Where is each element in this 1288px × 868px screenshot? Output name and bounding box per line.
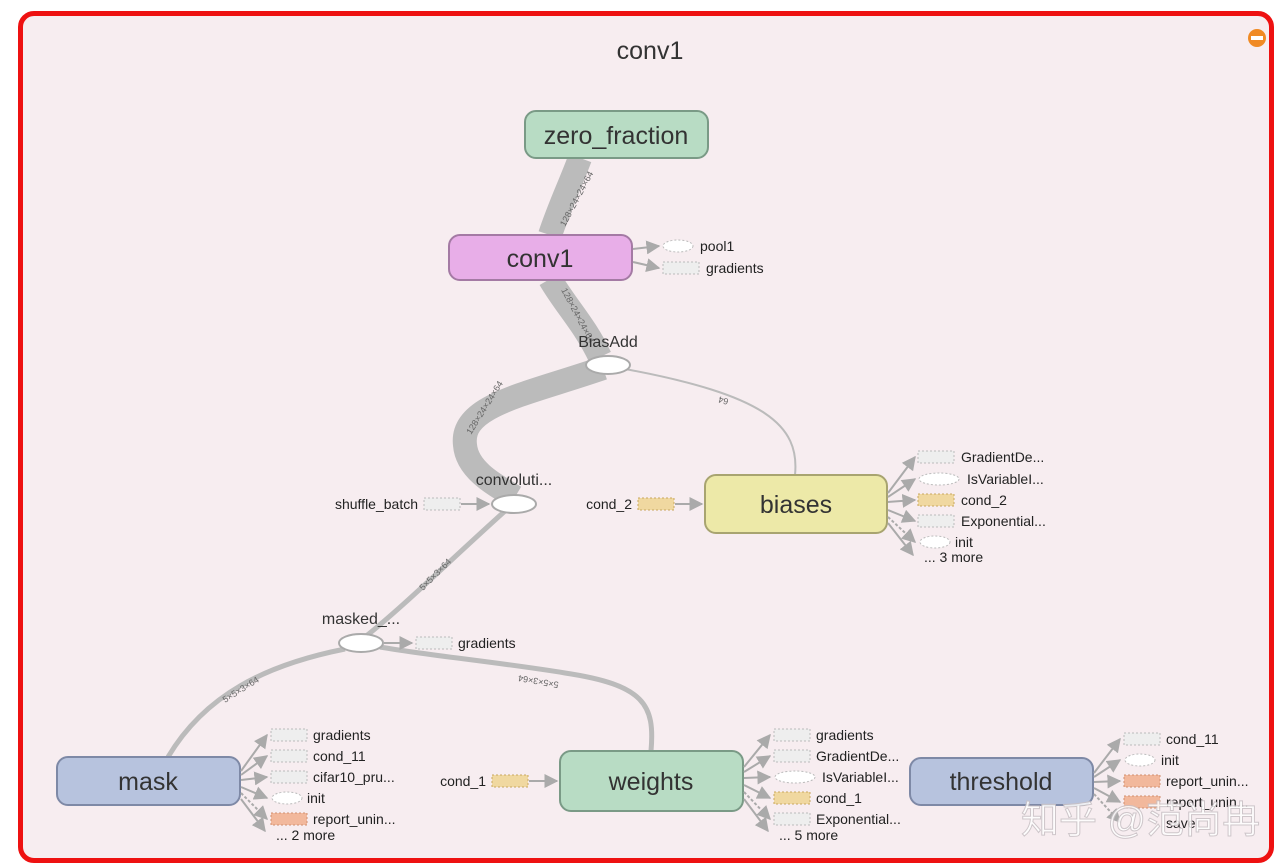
svg-text:save: save: [1166, 815, 1196, 831]
svg-text:init: init: [955, 534, 973, 550]
svg-text:gradients: gradients: [816, 727, 874, 743]
svg-text:gradients: gradients: [313, 727, 371, 743]
node-masked[interactable]: masked_...: [322, 611, 400, 653]
node-conv1[interactable]: conv1: [448, 234, 633, 281]
svg-text:cond_2: cond_2: [586, 496, 632, 512]
aux-mask-more[interactable]: ... 2 more: [276, 827, 335, 843]
svg-text:GradientDe...: GradientDe...: [961, 449, 1044, 465]
svg-text:IsVariableI...: IsVariableI...: [967, 471, 1044, 487]
aux-cond2-input[interactable]: cond_2: [586, 496, 675, 512]
svg-text:cond_2: cond_2: [961, 492, 1007, 508]
svg-text:biases: biases: [760, 491, 832, 519]
edge-biases-biasadd: [624, 368, 797, 476]
aux-biases-isvariable[interactable]: IsVariableI...: [918, 471, 1044, 487]
svg-text:zero_fraction: zero_fraction: [544, 122, 689, 150]
aux-threshold-report2[interactable]: report_unin...: [1123, 794, 1249, 810]
edge-conv1-biasadd: [539, 272, 611, 363]
aux-mask-report[interactable]: report_unin...: [270, 811, 396, 827]
aux-mask-cond11[interactable]: cond_11: [270, 748, 366, 764]
aux-masked-gradients[interactable]: gradients: [415, 635, 516, 651]
aux-conv1-pool1[interactable]: pool1: [662, 238, 734, 254]
aux-mask-init[interactable]: init: [271, 790, 325, 806]
aux-biases-gradientde[interactable]: GradientDe...: [917, 449, 1044, 465]
edge-label-mask-masked: 5×5×3×64: [221, 675, 261, 705]
edge-label-weights-masked: 5×5×3×64: [517, 673, 559, 690]
aux-biases-cond2[interactable]: cond_2: [917, 492, 1007, 508]
node-threshold[interactable]: threshold: [909, 757, 1094, 806]
minus-circle-icon[interactable]: [1248, 29, 1266, 47]
svg-text:pool1: pool1: [700, 238, 734, 254]
svg-text:report_unin...: report_unin...: [1166, 773, 1249, 789]
aux-mask-gradients[interactable]: gradients: [270, 727, 371, 743]
node-biases[interactable]: biases: [704, 474, 888, 534]
aux-shuffle-batch[interactable]: shuffle_batch: [335, 496, 461, 512]
group-title: conv1: [617, 37, 684, 65]
node-convolution[interactable]: convoluti...: [476, 472, 552, 514]
svg-text:cond_11: cond_11: [313, 748, 366, 764]
node-biasadd[interactable]: BiasAdd: [578, 334, 638, 375]
edge-label-masked-conv: 5×5×3×64: [417, 556, 453, 592]
aux-weights-isvariable[interactable]: IsVariableI...: [774, 769, 899, 785]
aux-cond1-input[interactable]: cond_1: [440, 773, 529, 789]
aux-weights-cond1[interactable]: cond_1: [773, 790, 862, 806]
svg-text:shuffle_batch: shuffle_batch: [335, 496, 418, 512]
svg-text:convoluti...: convoluti...: [476, 472, 552, 489]
svg-text:conv1: conv1: [507, 245, 574, 273]
aux-mask-cifar10[interactable]: cifar10_pru...: [270, 769, 395, 785]
aux-threshold-cond11[interactable]: cond_11: [1123, 731, 1219, 747]
svg-text:mask: mask: [118, 768, 178, 796]
svg-text:masked_...: masked_...: [322, 611, 400, 628]
aux-threshold-save[interactable]: save: [1166, 815, 1196, 831]
svg-text:init: init: [1161, 752, 1179, 768]
svg-text:cond_1: cond_1: [816, 790, 862, 806]
svg-text:cond_1: cond_1: [440, 773, 486, 789]
aux-weights-exponential[interactable]: Exponential...: [773, 811, 901, 827]
svg-text:BiasAdd: BiasAdd: [578, 334, 638, 351]
svg-text:IsVariableI...: IsVariableI...: [822, 769, 899, 785]
edge-weights-masked: [379, 644, 655, 752]
watermark: 知乎 @范尚冉: [1021, 800, 1260, 842]
svg-text:report_unin...: report_unin...: [313, 811, 396, 827]
svg-text:cond_11: cond_11: [1166, 731, 1219, 747]
edge-label-biases-biasadd: 64: [717, 394, 729, 406]
svg-text:gradients: gradients: [706, 260, 764, 276]
edge-zero-fraction-conv1: [538, 153, 592, 239]
graph-canvas[interactable]: conv1 128×24×24×64 128×24×24×64 128×24×2…: [23, 16, 1269, 858]
svg-text:threshold: threshold: [950, 768, 1053, 796]
edge-mask-masked: [165, 646, 346, 759]
svg-text:report_unin...: report_unin...: [1166, 794, 1249, 810]
aux-biases-init[interactable]: init: [919, 534, 973, 550]
aux-threshold-init[interactable]: init: [1124, 752, 1179, 768]
aux-biases-exponential[interactable]: Exponential...: [917, 513, 1046, 529]
svg-text:Exponential...: Exponential...: [816, 811, 901, 827]
aux-weights-gradients[interactable]: gradients: [773, 727, 874, 743]
edge-masked-conv: [363, 509, 507, 639]
node-weights[interactable]: weights: [559, 750, 744, 812]
aux-threshold-report1[interactable]: report_unin...: [1123, 773, 1249, 789]
svg-text:weights: weights: [608, 768, 694, 796]
svg-text:Exponential...: Exponential...: [961, 513, 1046, 529]
aux-weights-more[interactable]: ... 5 more: [779, 827, 838, 843]
svg-text:cifar10_pru...: cifar10_pru...: [313, 769, 395, 785]
svg-text:gradients: gradients: [458, 635, 516, 651]
aux-conv1-gradients[interactable]: gradients: [662, 260, 764, 276]
node-zero-fraction[interactable]: zero_fraction: [524, 110, 709, 159]
edge-conv-biasadd: [452, 356, 607, 508]
svg-text:init: init: [307, 790, 325, 806]
node-mask[interactable]: mask: [56, 756, 241, 806]
aux-weights-gradientde[interactable]: GradientDe...: [773, 748, 899, 764]
aux-biases-more[interactable]: ... 3 more: [924, 549, 983, 565]
group-frame: conv1 128×24×24×64 128×24×24×64 128×24×2…: [18, 11, 1274, 863]
svg-text:GradientDe...: GradientDe...: [816, 748, 899, 764]
